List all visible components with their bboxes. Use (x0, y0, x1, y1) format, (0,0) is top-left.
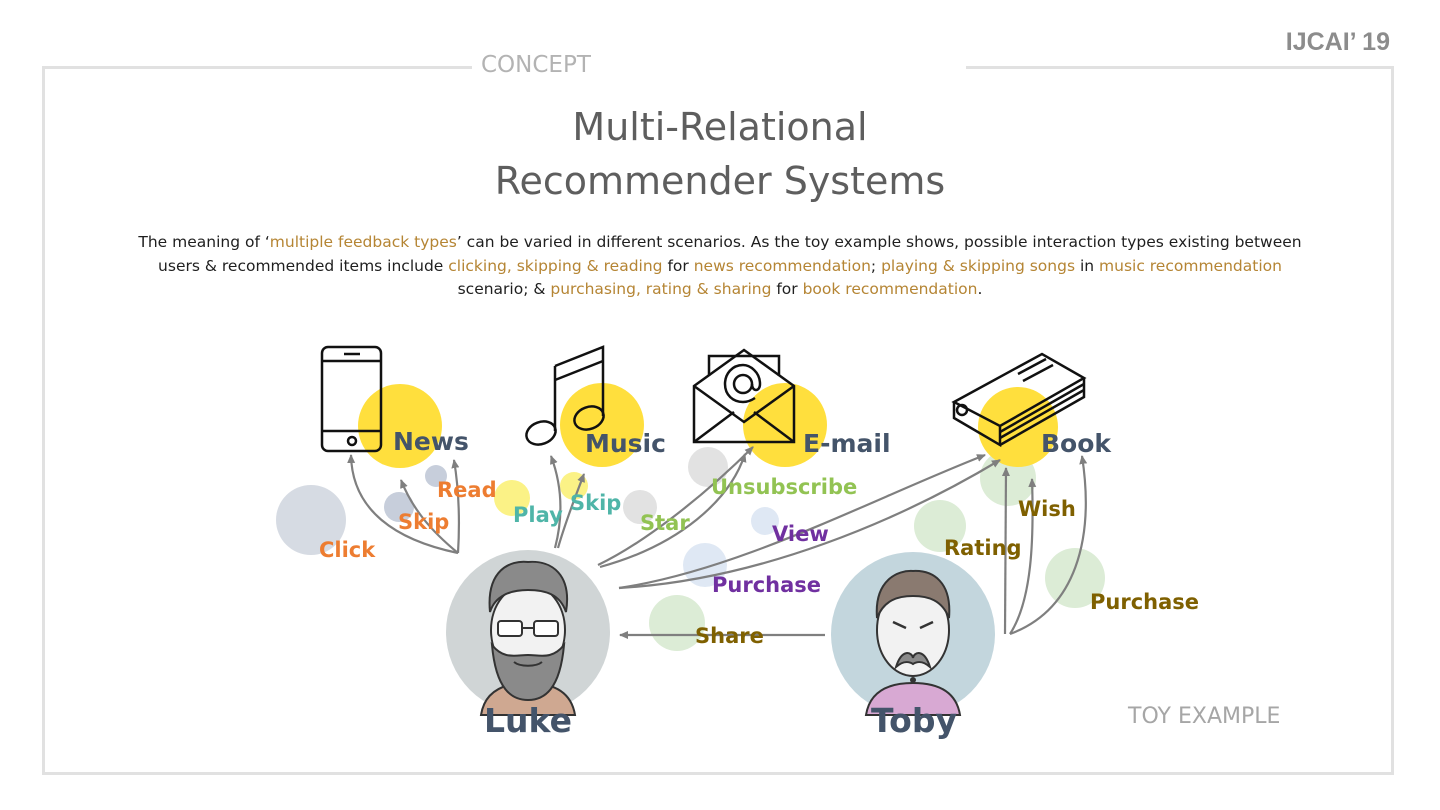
arrow-click (347, 454, 459, 555)
desc-text: for (662, 256, 694, 275)
bubble (384, 492, 414, 522)
arrow-view (618, 453, 986, 590)
user-label-toby: Toby (871, 701, 957, 740)
item-label-book: Book (1041, 429, 1112, 458)
relation-label-purchase-toby: Purchase (1090, 590, 1199, 614)
bubble (751, 507, 779, 535)
bubble (425, 465, 447, 487)
book-icon (951, 352, 1087, 448)
relation-label-view: View (772, 522, 829, 546)
item-accents (358, 383, 1058, 468)
item-label-music: Music (585, 429, 666, 458)
desc-highlight: clicking, skipping & reading (448, 256, 663, 275)
bubble (688, 447, 728, 487)
item-label-email: E-mail (803, 429, 891, 458)
frame-gap (472, 60, 966, 74)
relation-label-skip-news: Skip (398, 510, 449, 534)
desc-text: scenario; & (457, 280, 551, 298)
music-note-icon (525, 345, 605, 446)
desc-text: ’ can be varied in different scenarios. … (158, 233, 1302, 275)
relation-label-read: Read (437, 478, 497, 502)
user-label-luke: Luke (484, 701, 572, 740)
avatar-toby (831, 552, 995, 716)
bubble (623, 490, 657, 524)
relation-label-play: Play (513, 503, 563, 527)
desc-text: for (771, 280, 803, 298)
arrow-wish (1009, 478, 1037, 635)
accent-circle (358, 384, 442, 468)
relation-label-rating: Rating (944, 536, 1022, 560)
desc-highlight: purchasing, rating & sharing (550, 280, 772, 298)
arrow-rating (1001, 467, 1010, 635)
envelope-icon (692, 348, 796, 444)
arrow-unsubscribe (599, 453, 747, 569)
arrow-play (549, 455, 562, 549)
desc-text: . (977, 280, 983, 298)
desc-text: The meaning of ‘ (138, 233, 270, 251)
relation-label-wish: Wish (1018, 497, 1076, 521)
bubble (683, 543, 727, 587)
desc-text: ; (870, 256, 882, 275)
desc-highlight: music recommendation (1099, 256, 1282, 275)
relation-label-skip-music: Skip (570, 491, 621, 515)
arrow-purchase-luke (618, 459, 1001, 590)
desc-highlight: news recommendation (693, 256, 871, 275)
bubble (494, 480, 530, 516)
item-label-news: News (393, 427, 469, 456)
bubble (276, 485, 346, 555)
relation-label-purchase-luke: Purchase (712, 573, 821, 597)
arrow-read (451, 459, 461, 554)
arrow-purchase-toby (1009, 455, 1088, 636)
relation-label-unsubscribe: Unsubscribe (711, 475, 857, 499)
relation-arrows (347, 446, 1088, 639)
arrow-skip-news (399, 479, 459, 554)
decorative-bubbles (276, 447, 1105, 651)
page-title: Multi-Relational Recommender Systems (0, 100, 1440, 208)
arrow-star (597, 446, 754, 566)
accent-circle (743, 383, 827, 467)
bubble (649, 595, 705, 651)
avatar-luke (446, 550, 610, 716)
bubble (914, 500, 966, 552)
relation-label-click: Click (319, 538, 376, 562)
desc-highlight: playing & skipping songs (881, 256, 1076, 275)
relation-label-star: Star (640, 511, 690, 535)
desc-highlight: book recommendation (802, 280, 978, 298)
desc-highlight: multiple feedback types (269, 233, 457, 251)
toy-example-label: TOY EXAMPLE (1128, 704, 1281, 729)
phone-icon (320, 345, 383, 453)
bubble (1045, 548, 1105, 608)
section-label: CONCEPT (481, 52, 591, 78)
venue-label: IJCAI’ 19 (1285, 28, 1390, 56)
accent-circle (560, 383, 644, 467)
title-line-1: Multi-Relational (572, 105, 868, 149)
relation-label-share: Share (695, 624, 764, 648)
arrow-skip-music (556, 473, 586, 549)
description: The meaning of ‘multiple feedback types’… (135, 231, 1305, 302)
title-line-2: Recommender Systems (494, 159, 946, 203)
desc-text: in (1075, 256, 1100, 275)
